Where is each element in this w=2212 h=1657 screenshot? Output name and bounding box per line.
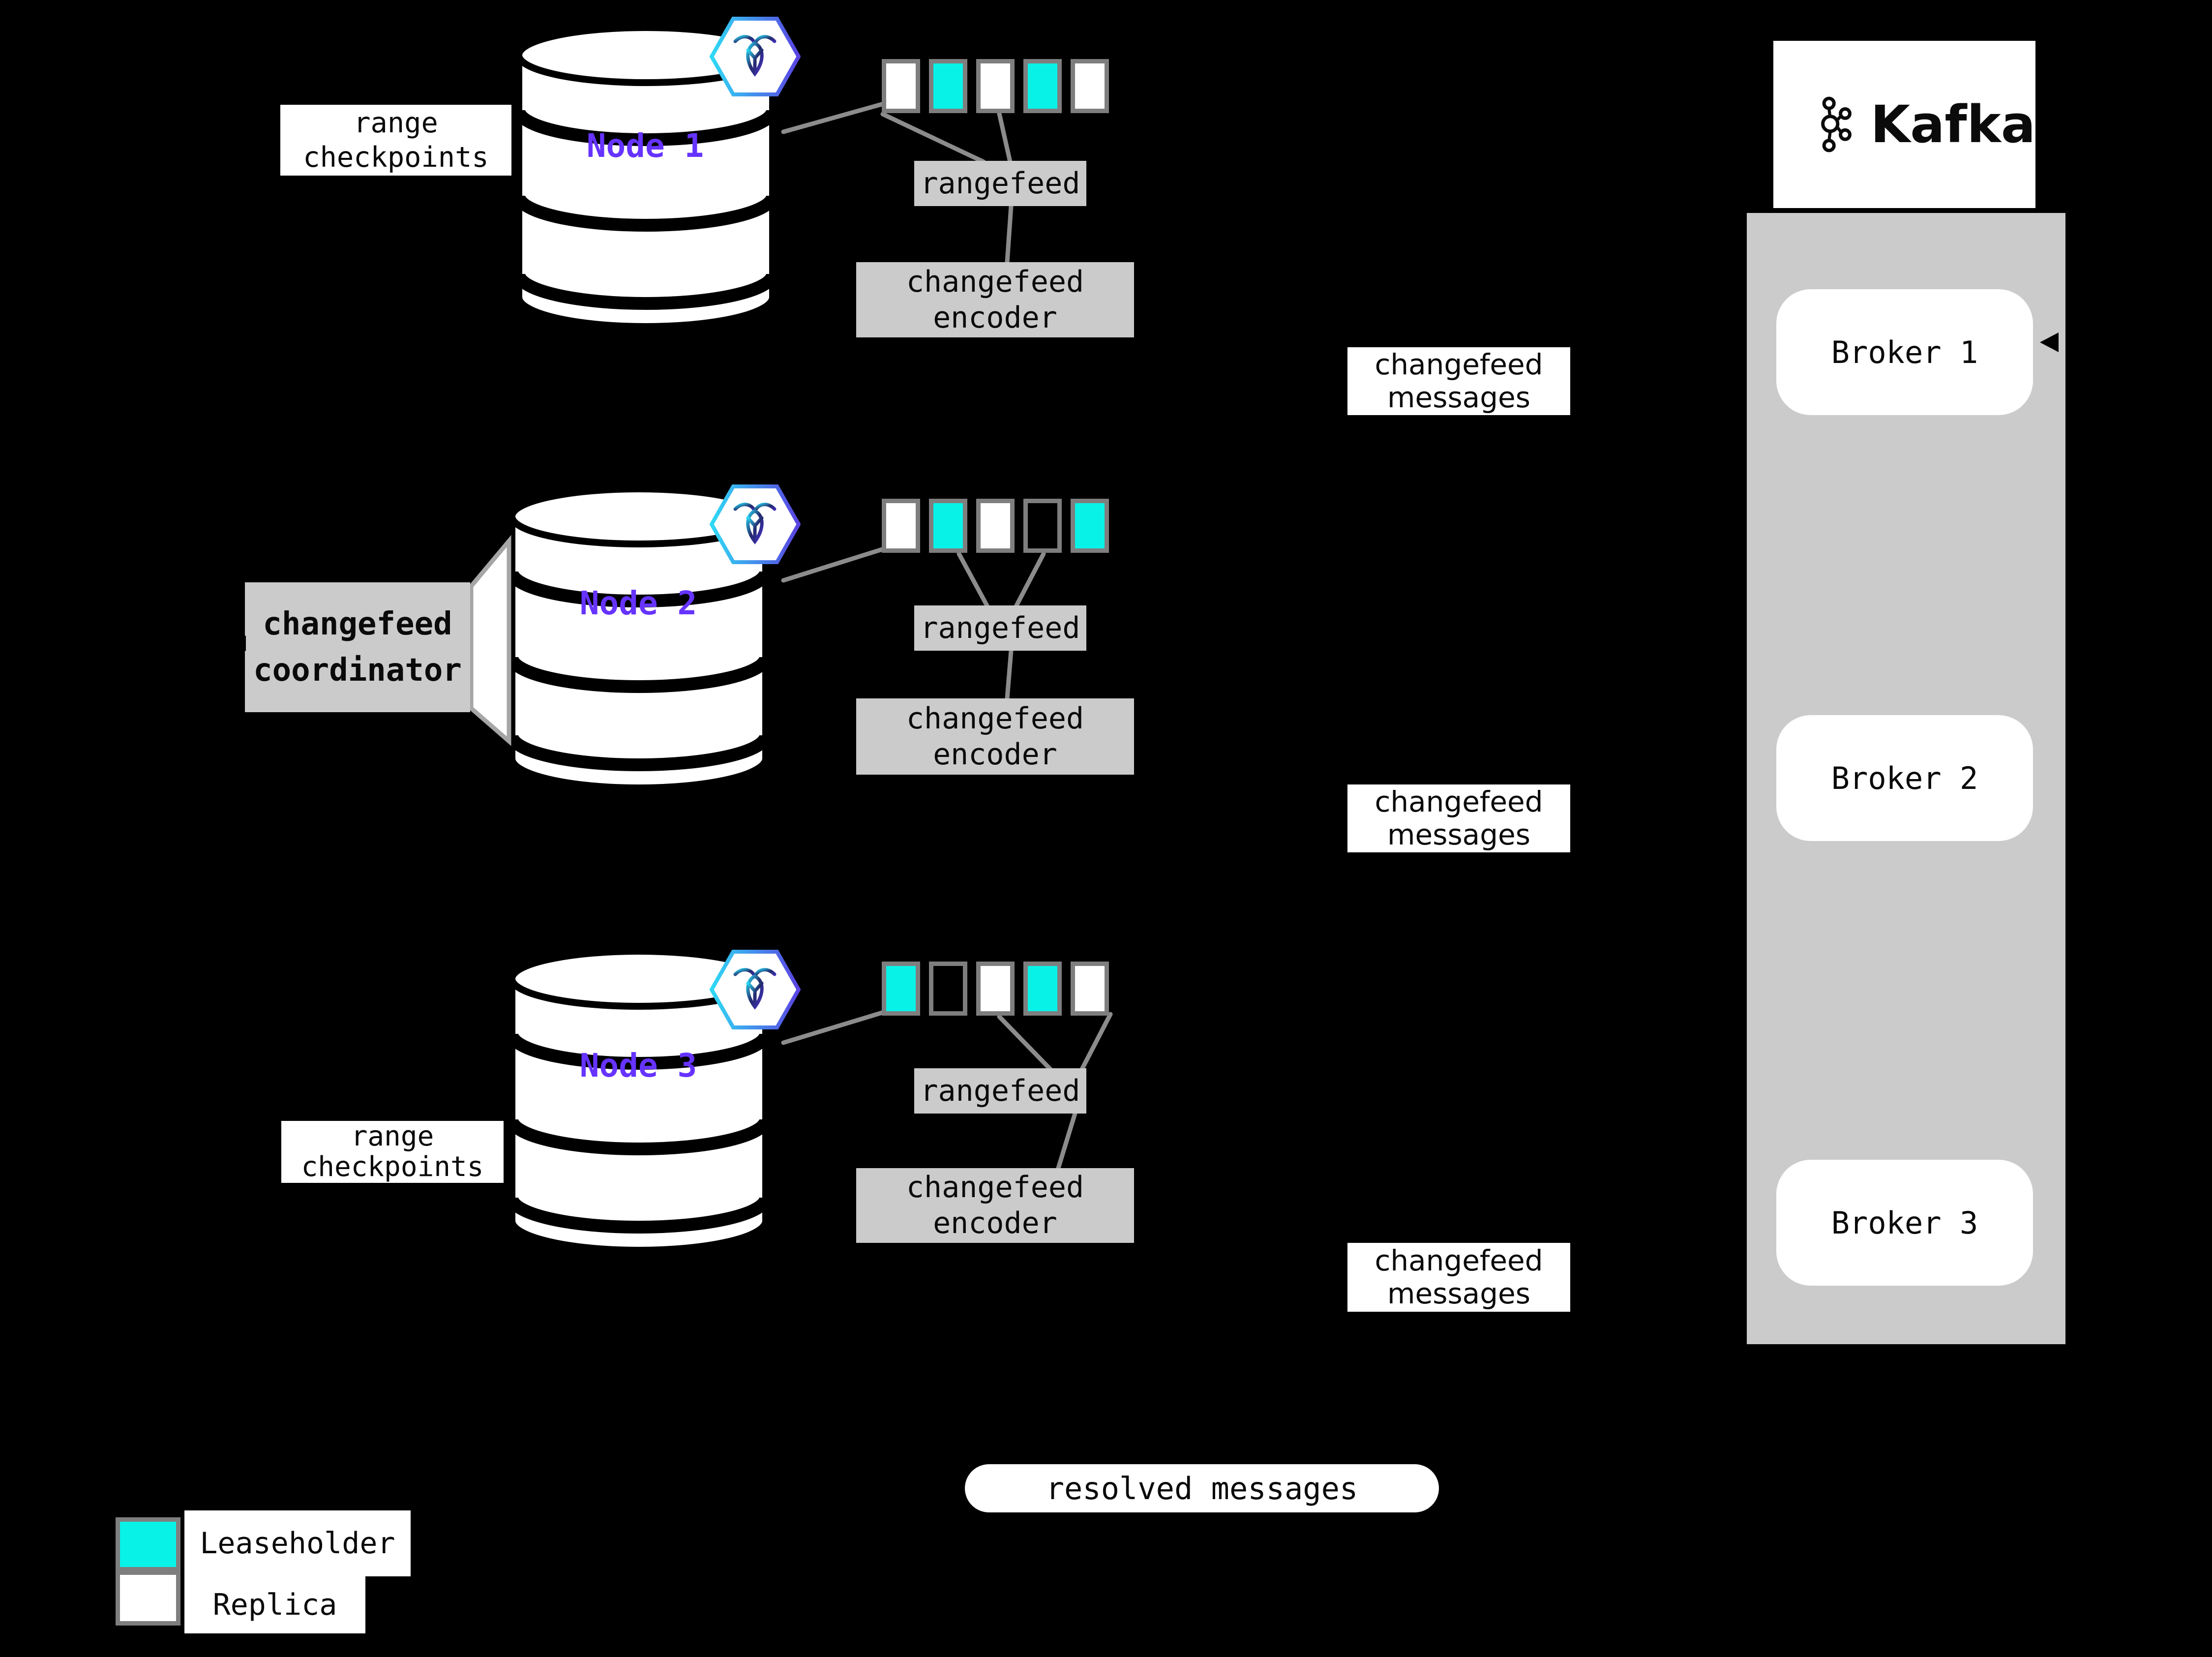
range-row-node-1 — [882, 59, 1109, 113]
range-rect-leaseholder — [1071, 499, 1109, 553]
cockroachdb-badge-node-3 — [710, 950, 801, 1029]
rangefeed-box-node-1: rangefeed — [914, 161, 1086, 206]
legend-replica-swatch — [116, 1570, 180, 1626]
range-row-node-3 — [882, 962, 1109, 1016]
range-rect-leaseholder — [1023, 59, 1062, 113]
broker-1-box: Broker 1 — [1776, 289, 2033, 415]
broker-3-box: Broker 3 — [1776, 1160, 2033, 1286]
node-2-label: Node 2 — [579, 584, 697, 622]
range-rect-leaseholder — [1023, 962, 1062, 1016]
database-cylinder-node-1 — [512, 24, 779, 330]
changefeed-coordinator-label: changefeed coordinator — [245, 582, 470, 712]
kafka-logo-icon — [1821, 96, 1852, 152]
cockroachdb-badge-node-1 — [710, 17, 801, 96]
changefeed-encoder-box-node-1: changefeed encoder — [856, 262, 1134, 337]
range-rect-replica — [1071, 59, 1109, 113]
range-rect-replica — [976, 962, 1015, 1016]
kafka-logo-box: Kafka — [1773, 41, 2035, 208]
range-rect-leaseholder — [929, 59, 967, 113]
range-rect-empty — [929, 962, 967, 1016]
connectors-node-3 — [781, 1009, 1113, 1171]
connectors-node-2 — [781, 546, 1046, 701]
changefeed-messages-label-2: changefeed messages — [1347, 784, 1570, 852]
range-rect-empty — [1023, 499, 1062, 553]
legend-replica-label: Replica — [184, 1576, 365, 1633]
legend-leaseholder-label: Leaseholder — [184, 1510, 411, 1576]
database-cylinder-node-3 — [506, 948, 772, 1254]
changefeed-encoder-box-node-2: changefeed encoder — [856, 698, 1134, 775]
changefeed-encoder-box-node-3: changefeed encoder — [856, 1168, 1134, 1243]
range-rect-replica — [882, 59, 920, 113]
range-rect-leaseholder — [929, 499, 967, 553]
changefeed-messages-label-1: changefeed messages — [1347, 347, 1570, 415]
connectors-node-1 — [781, 101, 1014, 265]
range-rect-replica — [882, 499, 920, 553]
range-checkpoints-label-bottom: range checkpoints — [281, 1121, 504, 1183]
broker-2-box: Broker 2 — [1776, 715, 2033, 841]
legend-leaseholder-swatch — [116, 1517, 180, 1571]
coordinator-bracket — [469, 535, 511, 746]
node-1-label: Node 1 — [586, 127, 704, 165]
rangefeed-box-node-2: rangefeed — [914, 605, 1086, 651]
range-rect-replica — [1071, 962, 1109, 1016]
kafka-title: Kafka — [1870, 94, 2035, 154]
range-rect-leaseholder — [882, 962, 920, 1016]
range-rect-replica — [976, 59, 1015, 113]
changefeed-messages-label-3: changefeed messages — [1347, 1243, 1570, 1312]
rangefeed-box-node-3: rangefeed — [914, 1068, 1086, 1114]
range-rect-replica — [976, 499, 1015, 553]
resolved-messages-pill: resolved messages — [965, 1464, 1439, 1512]
cockroachdb-badge-node-2 — [710, 484, 801, 564]
range-row-node-2 — [882, 499, 1109, 553]
node-3-label: Node 3 — [579, 1047, 697, 1085]
range-checkpoints-label-top: range checkpoints — [280, 105, 511, 176]
